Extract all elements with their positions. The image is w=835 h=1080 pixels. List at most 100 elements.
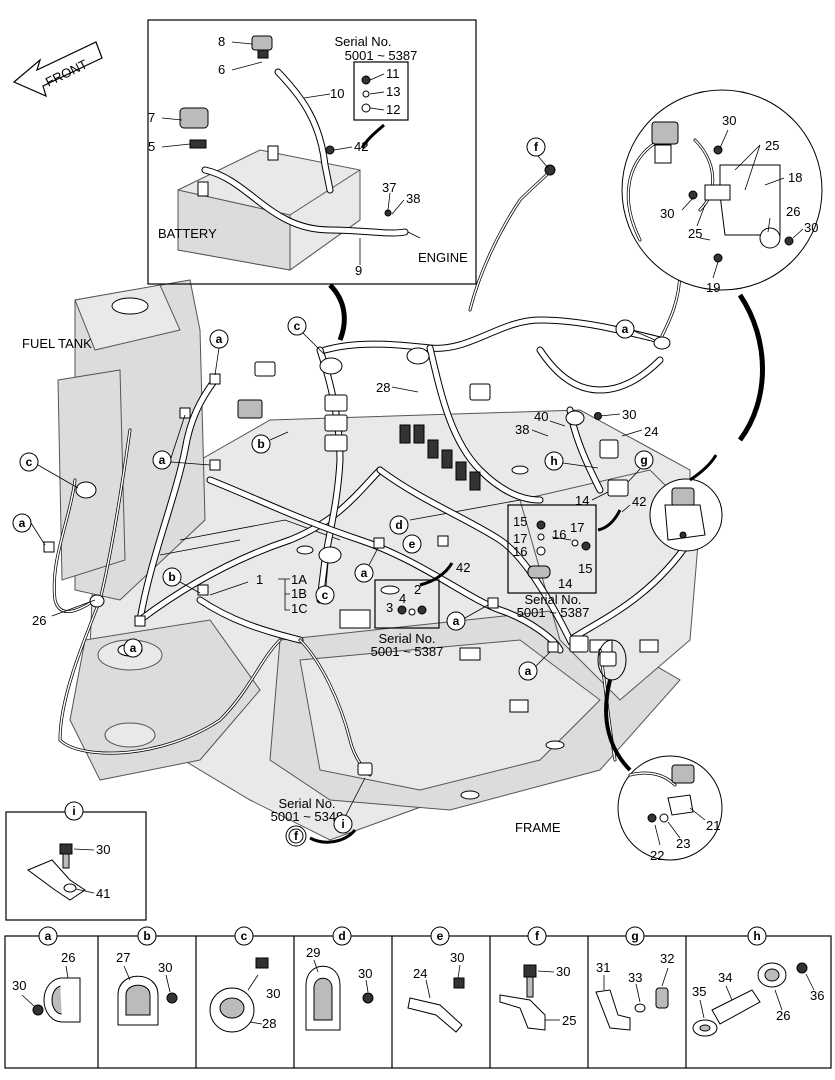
part-16-box-b: 16 <box>552 527 566 542</box>
callout-c-2: c <box>26 455 33 469</box>
part-26-ur: 26 <box>786 204 800 219</box>
upper-frame-structure <box>57 279 701 841</box>
panel-e-part-30: 30 <box>450 950 464 965</box>
panel-b-part-30: 30 <box>158 960 172 975</box>
serial-lower-range: 5001 ~ 5349 <box>271 809 344 824</box>
panel-c-part-30: 30 <box>266 986 280 1001</box>
detail-panel-b: b 27 30 <box>116 926 178 1026</box>
part-42-main-a: 42 <box>632 494 646 509</box>
detail-circle-lower-right: 21 22 23 <box>617 755 723 863</box>
detail-circle-connector <box>649 478 723 552</box>
detail-panel-a: a 26 30 <box>12 926 81 1023</box>
serial-middle-range: 5001 ~ 5387 <box>371 644 444 659</box>
part-14-box: 14 <box>558 576 572 591</box>
part-37: 37 <box>382 180 396 195</box>
panel-b-part-27: 27 <box>116 950 130 965</box>
panel-d-part-30: 30 <box>358 966 372 981</box>
main-harness <box>43 164 694 777</box>
callout-d: d <box>395 518 402 532</box>
callout-a-6: a <box>453 614 460 628</box>
detail-panel-f: f 30 25 <box>499 926 576 1031</box>
part-14-main: 14 <box>575 493 589 508</box>
part-15-box-b: 15 <box>578 561 592 576</box>
serial-middle-title: Serial No. <box>378 631 435 646</box>
callout-b-2: b <box>168 570 175 584</box>
detail-panel-d: d 29 30 <box>305 926 374 1031</box>
panel-d-part-29: 29 <box>306 945 320 960</box>
part-28-main: 28 <box>376 380 390 395</box>
panel-a-letter: a <box>45 929 52 943</box>
callout-f: f <box>534 140 539 154</box>
callout-c-3: c <box>322 588 329 602</box>
detail-i-box: i 30 41 <box>5 801 147 921</box>
part-9: 9 <box>355 263 362 278</box>
part-10: 10 <box>330 86 344 101</box>
part-17-box-b: 17 <box>570 520 584 535</box>
part-3-main: 3 <box>386 600 393 615</box>
part-5: 5 <box>148 139 155 154</box>
panel-f-part-30: 30 <box>556 964 570 979</box>
part-8: 8 <box>218 34 225 49</box>
part-16-box: 16 <box>513 544 527 559</box>
part-1a: 1A <box>291 572 307 587</box>
part-1c: 1C <box>291 601 308 616</box>
detail-panel-h: h 35 34 36 26 <box>692 926 824 1037</box>
callout-f-serial: f <box>294 829 299 843</box>
panel-h-part-36: 36 <box>810 988 824 1003</box>
callout-c-1: c <box>294 319 301 333</box>
callout-a-8: a <box>622 322 629 336</box>
upper-right-pointer <box>737 293 765 442</box>
panel-g-letter: g <box>631 929 638 943</box>
panel-e-letter: e <box>437 929 444 943</box>
panel-c-part-28: 28 <box>262 1016 276 1031</box>
serial-lower-title: Serial No. <box>278 796 335 811</box>
part-17-box: 17 <box>513 531 527 546</box>
part-13: 13 <box>386 84 400 99</box>
main-area-serial-boxes <box>374 504 622 629</box>
part-19: 19 <box>706 280 720 295</box>
part-30-ur-a: 30 <box>722 113 736 128</box>
callout-a-4: a <box>130 641 137 655</box>
battery-inset: 8 6 7 5 10 42 11 13 12 37 38 9 Serial No… <box>147 19 477 285</box>
part-18: 18 <box>788 170 802 185</box>
panel-d-letter: d <box>338 929 345 943</box>
lower-right-pointer <box>604 679 632 772</box>
panel-e-part-24: 24 <box>413 966 427 981</box>
detail-i-part-30: 30 <box>96 842 110 857</box>
g-area-pointer <box>689 454 718 482</box>
callout-b-1: b <box>257 437 264 451</box>
serial-right-title: Serial No. <box>524 592 581 607</box>
part-12: 12 <box>386 102 400 117</box>
panel-f-part-25: 25 <box>562 1013 576 1028</box>
callout-g: g <box>640 453 647 467</box>
main-labels: FUEL TANK FRAME 28 40 38 30 24 14 42 15 … <box>22 336 658 844</box>
detail-i-letter: i <box>72 804 75 818</box>
part-21: 21 <box>706 818 720 833</box>
main-callouts: a a a a a a a a b b c c c <box>12 137 656 847</box>
detail-panel-c: c 30 28 <box>209 926 280 1033</box>
part-15-box: 15 <box>513 514 527 529</box>
panel-a-part-26: 26 <box>61 950 75 965</box>
part-26-main: 26 <box>32 613 46 628</box>
detail-circle-upper-right: 30 25 18 30 25 26 30 19 <box>621 89 823 295</box>
part-30-ur-c: 30 <box>804 220 818 235</box>
callout-i-main: i <box>341 817 344 831</box>
part-40: 40 <box>534 409 548 424</box>
callout-a-2: a <box>159 453 166 467</box>
part-1b: 1B <box>291 586 307 601</box>
part-23: 23 <box>676 836 690 851</box>
panel-h-letter: h <box>753 929 760 943</box>
detail-panel-e: e 24 30 <box>407 926 465 1033</box>
lower-right-source-ring <box>597 639 627 681</box>
part-42-main-b: 42 <box>456 560 470 575</box>
panel-a-part-30: 30 <box>12 978 26 993</box>
part-42-battery: 42 <box>354 139 368 154</box>
fuel-tank-label: FUEL TANK <box>22 336 92 351</box>
part-7: 7 <box>148 110 155 125</box>
panel-g-part-32: 32 <box>660 951 674 966</box>
panel-b-letter: b <box>143 929 150 943</box>
panel-f-letter: f <box>535 929 540 943</box>
callout-h: h <box>550 454 557 468</box>
battery-label: BATTERY <box>158 226 217 241</box>
